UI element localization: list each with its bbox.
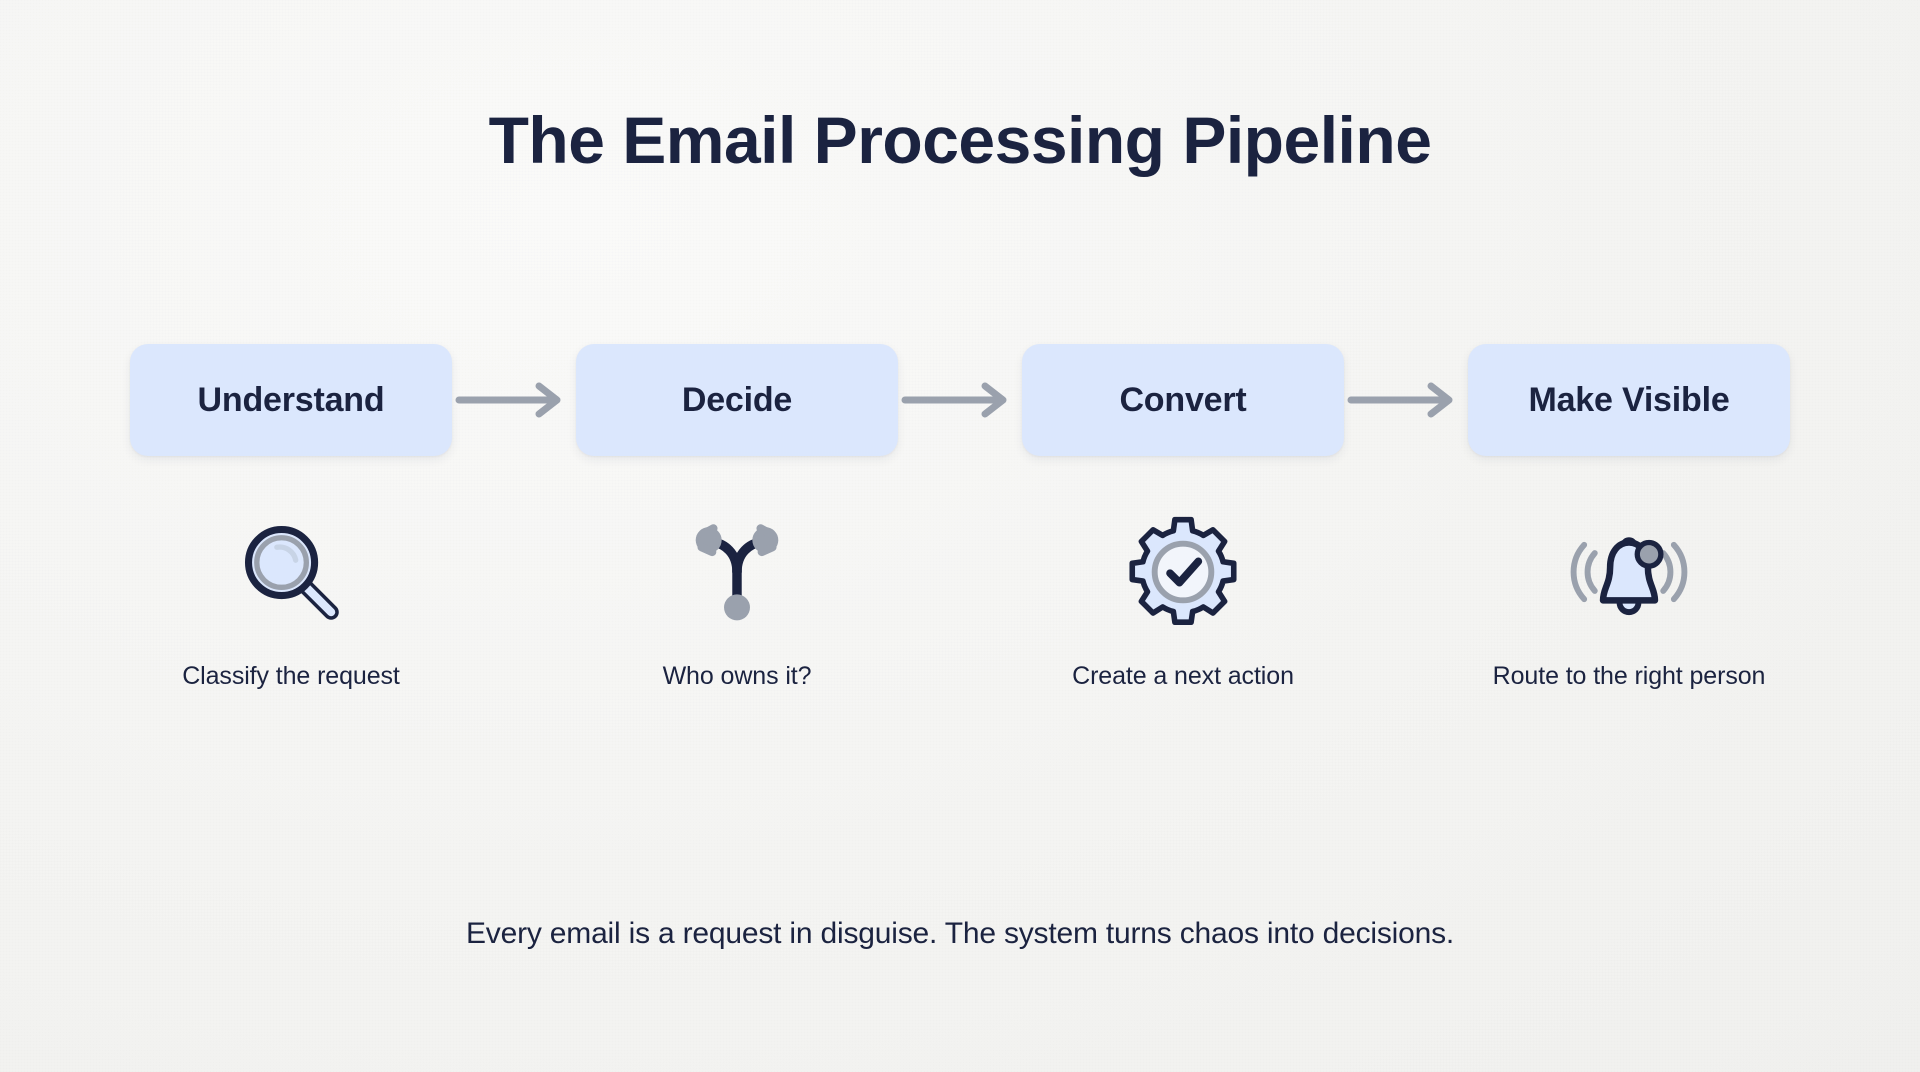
- caption-decide: Who owns it?: [662, 662, 812, 690]
- step-label-make-visible: Make Visible: [1528, 380, 1730, 419]
- detail-spacer-2: [901, 510, 1019, 691]
- caption-make-visible: Route to the right person: [1492, 662, 1766, 690]
- magnifier-icon: [229, 510, 353, 634]
- step-label-understand: Understand: [197, 380, 385, 419]
- detail-spacer-3: [1347, 510, 1465, 691]
- footer-text: Every email is a request in disguise. Th…: [465, 917, 1455, 950]
- branch-fork-icon: [675, 510, 799, 634]
- detail-col-make-visible: Route to the right person: [1468, 510, 1790, 691]
- step-box-understand[interactable]: Understand: [130, 344, 452, 456]
- step-box-decide[interactable]: Decide: [576, 344, 898, 456]
- step-box-make-visible[interactable]: Make Visible: [1468, 344, 1790, 456]
- gear-check-icon: [1121, 510, 1245, 634]
- detail-row: Classify the request: [130, 510, 1790, 691]
- step-label-convert: Convert: [1119, 380, 1247, 419]
- detail-col-convert: Create a next action: [1022, 510, 1344, 691]
- step-box-convert[interactable]: Convert: [1022, 344, 1344, 456]
- pipeline-row: Understand Decide Convert Make Visible: [130, 338, 1790, 462]
- arrow-decide-to-convert: [901, 382, 1007, 418]
- arrow-convert-to-make-visible: [1347, 382, 1453, 418]
- detail-spacer-1: [455, 510, 573, 691]
- detail-col-decide: Who owns it?: [576, 510, 898, 691]
- detail-col-understand: Classify the request: [130, 510, 452, 691]
- page-title: The Email Processing Pipeline: [488, 103, 1432, 177]
- step-label-decide: Decide: [681, 380, 793, 419]
- arrow-understand-to-decide: [455, 382, 561, 418]
- caption-convert: Create a next action: [1072, 662, 1294, 690]
- bell-notification-icon: [1567, 510, 1691, 634]
- caption-understand: Classify the request: [182, 662, 400, 690]
